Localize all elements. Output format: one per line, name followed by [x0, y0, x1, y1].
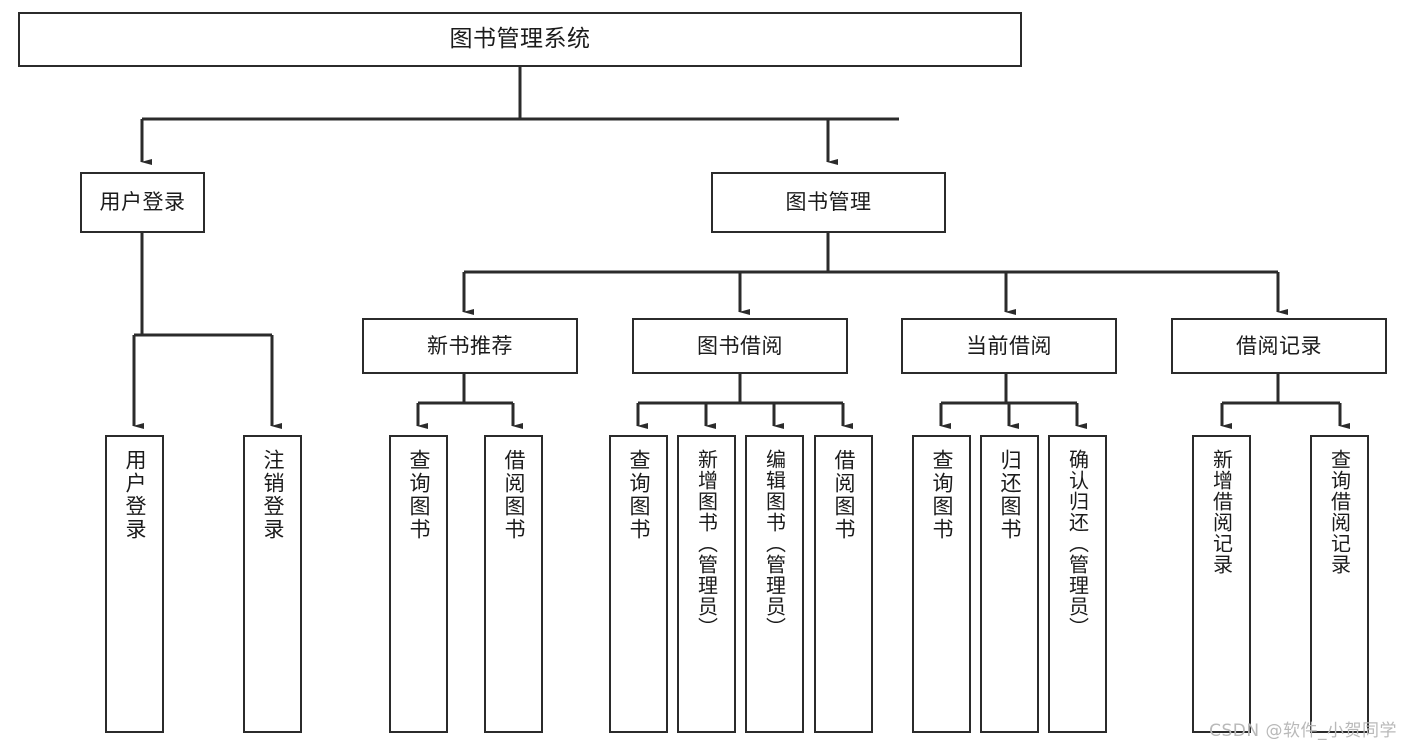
node-root[interactable]: 图书管理系统	[18, 12, 1022, 67]
node-borrow-record[interactable]: 借阅记录	[1171, 318, 1387, 374]
node-leaf-borrow-book-2-label: 借阅图书	[832, 449, 856, 541]
node-book-management[interactable]: 图书管理	[711, 172, 946, 233]
node-leaf-return-book[interactable]: 归还图书	[980, 435, 1039, 733]
node-leaf-query-borrow-record[interactable]: 查询借阅记录	[1310, 435, 1369, 733]
node-leaf-add-book-admin-label: 新增图书（管理员）	[694, 449, 719, 638]
node-leaf-query-book-2[interactable]: 查询图书	[609, 435, 668, 733]
node-leaf-user-login-label: 用户登录	[123, 449, 147, 541]
node-leaf-borrow-book-2[interactable]: 借阅图书	[814, 435, 873, 733]
node-leaf-query-book-1-label: 查询图书	[407, 449, 431, 541]
node-root-label: 图书管理系统	[449, 25, 591, 52]
node-leaf-user-login[interactable]: 用户登录	[105, 435, 164, 733]
node-leaf-borrow-book-1[interactable]: 借阅图书	[484, 435, 543, 733]
node-leaf-return-book-label: 归还图书	[998, 449, 1022, 541]
node-new-book-recommend-label: 新书推荐	[427, 333, 513, 358]
node-leaf-edit-book-admin-label: 编辑图书（管理员）	[762, 449, 787, 638]
node-leaf-query-book-2-label: 查询图书	[627, 449, 651, 541]
node-book-borrow-label: 图书借阅	[697, 333, 783, 358]
node-leaf-add-borrow-record-label: 新增借阅记录	[1209, 449, 1234, 575]
node-new-book-recommend[interactable]: 新书推荐	[362, 318, 578, 374]
node-book-management-label: 图书管理	[785, 190, 872, 215]
node-leaf-edit-book-admin[interactable]: 编辑图书（管理员）	[745, 435, 804, 733]
node-leaf-query-book-1[interactable]: 查询图书	[389, 435, 448, 733]
node-borrow-record-label: 借阅记录	[1236, 333, 1322, 358]
node-leaf-confirm-return-admin-label: 确认归还（管理员）	[1065, 449, 1090, 638]
node-user-login-label: 用户登录	[99, 190, 186, 215]
node-book-borrow[interactable]: 图书借阅	[632, 318, 848, 374]
node-leaf-borrow-book-1-label: 借阅图书	[502, 449, 526, 541]
node-leaf-confirm-return-admin[interactable]: 确认归还（管理员）	[1048, 435, 1107, 733]
node-current-borrow[interactable]: 当前借阅	[901, 318, 1117, 374]
node-user-login[interactable]: 用户登录	[80, 172, 205, 233]
node-leaf-query-book-3[interactable]: 查询图书	[912, 435, 971, 733]
node-leaf-query-book-3-label: 查询图书	[930, 449, 954, 541]
node-leaf-logout-login[interactable]: 注销登录	[243, 435, 302, 733]
node-leaf-query-borrow-record-label: 查询借阅记录	[1327, 449, 1352, 575]
csdn-watermark: CSDN @软件_小贺同学	[1209, 721, 1397, 741]
node-leaf-add-borrow-record[interactable]: 新增借阅记录	[1192, 435, 1251, 733]
node-current-borrow-label: 当前借阅	[966, 333, 1052, 358]
node-leaf-add-book-admin[interactable]: 新增图书（管理员）	[677, 435, 736, 733]
node-leaf-logout-login-label: 注销登录	[261, 449, 285, 541]
